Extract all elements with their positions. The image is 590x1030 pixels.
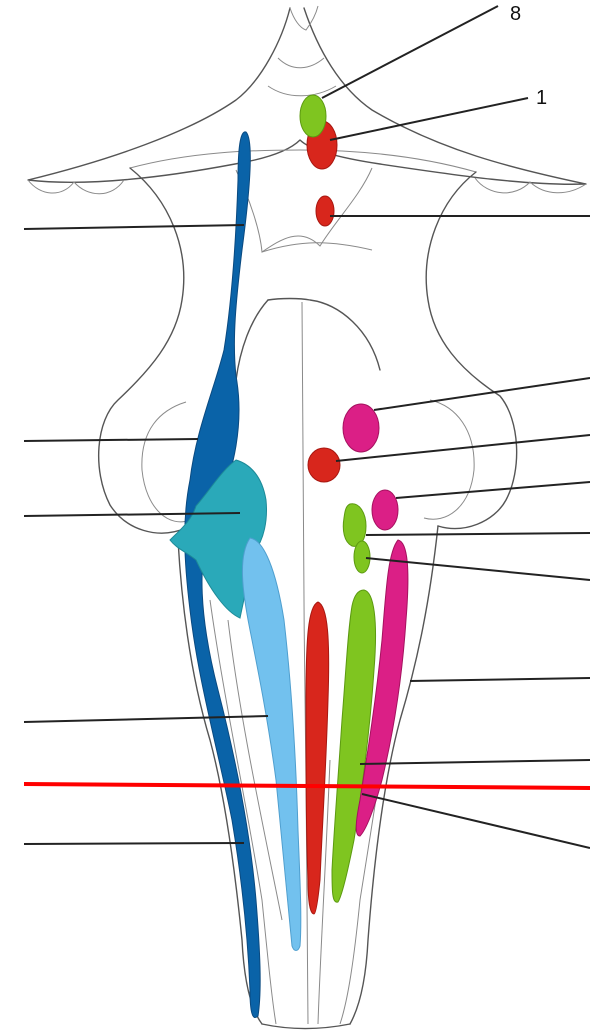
nucleus-green-upper [343,504,366,547]
leader-line-8 [322,6,498,98]
leader-line-left-1 [24,225,244,229]
nucleus-magenta-small [372,490,398,530]
brainstem-outline [28,6,586,1029]
leader-line-left-5 [24,843,244,844]
leader-line-right-7 [410,678,590,681]
leader-line-left-4 [24,716,268,722]
nucleus-red-small [316,196,334,226]
label-1: 1 [536,87,547,109]
leader-line-right-8 [360,760,590,764]
nucleus-magenta-large [343,404,379,452]
nucleus-red-middle [308,448,340,482]
nucleus-green-top [300,95,326,137]
nucleus-green-lower [354,541,370,573]
leader-line-left-2 [24,439,198,441]
label-8: 8 [510,3,521,25]
leader-line-right-5 [366,533,590,535]
leader-line-right-9 [362,794,590,848]
leader-line-1 [330,98,528,140]
leader-line-right-4 [396,482,590,498]
section-line [24,784,590,788]
